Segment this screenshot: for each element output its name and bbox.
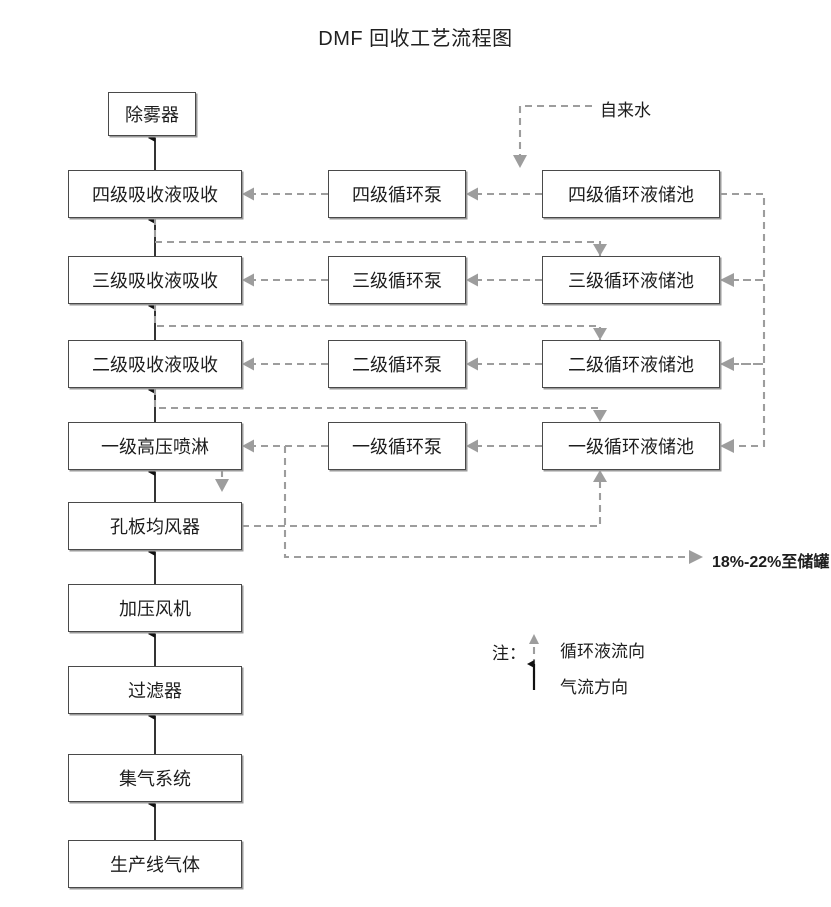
drain-absorb4-to-tank3 xyxy=(153,218,602,256)
arrowhead-absorb2-in xyxy=(242,357,254,371)
arrowhead-tank1-overflow-in xyxy=(720,439,734,453)
legend-liquid-arrowhead xyxy=(529,634,539,644)
label-to-storage-tank: 18%-22%至储罐 xyxy=(712,554,830,571)
page-title: DMF 回收工艺流程图 xyxy=(318,28,513,50)
legend-gas-flow-label: 气流方向 xyxy=(560,678,628,697)
arrowhead-tapwater-in xyxy=(513,155,527,168)
arrowhead-spray1-in xyxy=(242,439,254,453)
node-tank-stage2[interactable]: 二级循环液储池 xyxy=(542,340,720,388)
node-pump-stage4[interactable]: 四级循环泵 xyxy=(328,170,466,218)
overflow-tank3-to-tank2 xyxy=(720,278,766,366)
node-tank-stage3[interactable]: 三级循环液储池 xyxy=(542,256,720,304)
overflow-tank2-to-tank1 xyxy=(720,362,766,448)
arrowhead-tank2-overflow-in xyxy=(720,357,734,371)
arrowhead-to-storage xyxy=(689,550,703,564)
node-absorber-stage4[interactable]: 四级吸收液吸收 xyxy=(68,170,242,218)
arrowhead-pump3-in xyxy=(466,273,478,287)
liquid-tank-overflow-group xyxy=(720,192,766,448)
liquid-tank-to-pump-group xyxy=(478,192,542,448)
node-tank-stage4[interactable]: 四级循环液储池 xyxy=(542,170,720,218)
arrowhead-absorb4-in xyxy=(242,187,254,201)
arrowhead-absorb3-in xyxy=(242,273,254,287)
drain-absorb3-to-tank2 xyxy=(153,304,602,340)
arrowhead-pump2-in xyxy=(466,357,478,371)
node-pressure-fan[interactable]: 加压风机 xyxy=(68,584,242,632)
node-demister[interactable]: 除雾器 xyxy=(108,92,196,136)
drain-absorb2-to-tank1 xyxy=(153,388,602,422)
liquid-tapwater-to-tank4 xyxy=(518,104,592,156)
arrowhead-tank2-drain-in xyxy=(593,328,607,340)
node-absorber-stage3[interactable]: 三级吸收液吸收 xyxy=(68,256,242,304)
node-filter[interactable]: 过滤器 xyxy=(68,666,242,714)
node-pump-stage2[interactable]: 二级循环泵 xyxy=(328,340,466,388)
arrowhead-tank1-feed-in xyxy=(593,470,607,482)
node-plate-distributor[interactable]: 孔板均风器 xyxy=(68,502,242,550)
node-pump-stage3[interactable]: 三级循环泵 xyxy=(328,256,466,304)
node-pump-stage1[interactable]: 一级循环泵 xyxy=(328,422,466,470)
liquid-absorber-drain-group xyxy=(153,218,602,422)
node-production-line-gas[interactable]: 生产线气体 xyxy=(68,840,242,888)
arrowhead-plate-drain-in xyxy=(215,479,229,492)
legend-liquid-flow-label: 循环液流向 xyxy=(560,642,645,661)
liquid-arrowhead-group xyxy=(215,155,734,644)
overflow-tank4-to-tank3 xyxy=(720,192,766,282)
node-tank-stage1[interactable]: 一级循环液储池 xyxy=(542,422,720,470)
liquid-pump-to-absorber-group xyxy=(254,192,328,448)
drain-plate-to-tank1 xyxy=(242,470,602,528)
arrowhead-pump1-in xyxy=(466,439,478,453)
node-spray-stage1[interactable]: 一级高压喷淋 xyxy=(68,422,242,470)
node-absorber-stage2[interactable]: 二级吸收液吸收 xyxy=(68,340,242,388)
label-tap-water: 自来水 xyxy=(600,101,651,120)
node-gas-collection[interactable]: 集气系统 xyxy=(68,754,242,802)
arrowhead-tank1-drain-in xyxy=(593,410,607,422)
legend-note-label: 注： xyxy=(492,644,526,663)
arrowhead-pump4-in xyxy=(466,187,478,201)
arrowhead-tank3-overflow-in xyxy=(720,273,734,287)
arrowhead-tank3-drain-in xyxy=(593,244,607,256)
